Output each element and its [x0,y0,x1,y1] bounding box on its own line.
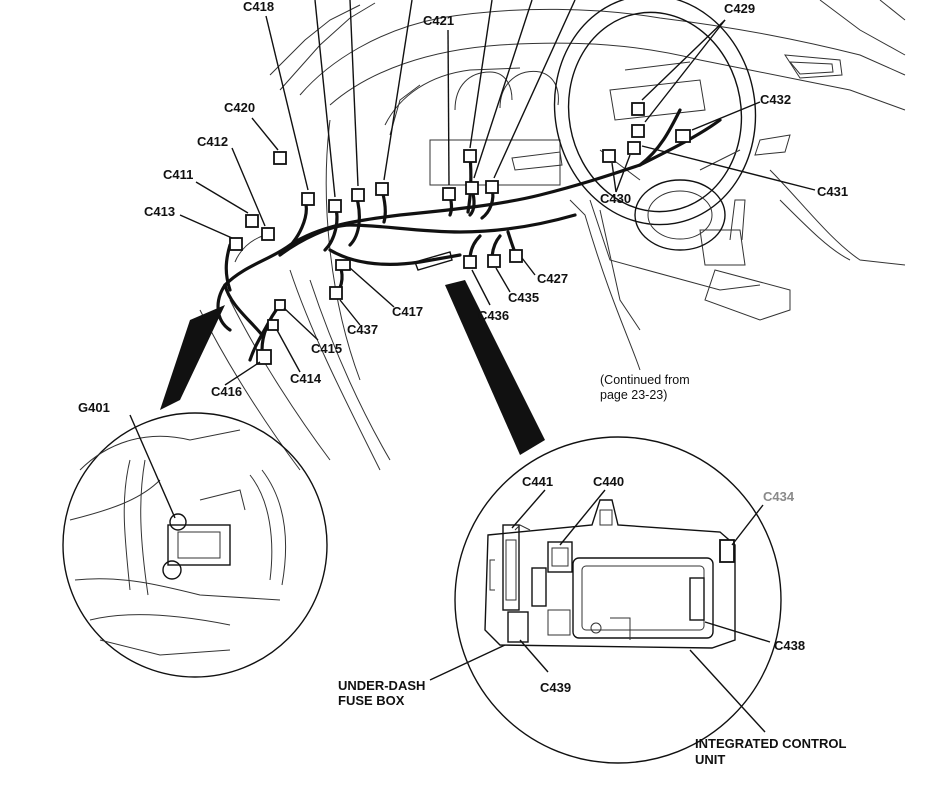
connector-c435 [487,254,501,268]
connector-c429 [631,124,645,138]
label-c437: C437 [347,322,378,337]
connector-c420 [273,151,287,165]
connector-c427 [509,249,523,263]
label-c439: C439 [540,680,571,695]
connector-c411 [245,214,259,228]
label-c435: C435 [508,290,539,305]
label-c436: C436 [478,308,509,323]
label-c440: C440 [593,474,624,489]
label-c421: C421 [423,13,454,28]
label-c434: C434 [763,489,795,504]
connector-c419 [351,188,365,202]
connector-c413 [229,237,243,251]
connector-c423 [465,181,479,195]
steering-wheel [553,0,757,251]
connector-c418b [328,199,342,213]
connector-c421 [463,149,477,163]
label-fusebox-line2: FUSE BOX [338,693,405,708]
label-c430: C430 [600,191,631,206]
connector-c414 [267,319,279,331]
connector-c431 [627,141,641,155]
note-continued-line1: (Continued from [600,373,690,387]
note-continued-line2: page 23-23) [600,388,667,402]
label-c429: C429 [724,1,755,16]
label-icu-line2: UNIT [695,752,725,767]
connector-c421a [442,187,456,201]
connector-c429a [631,102,645,116]
label-icu-line1: INTEGRATED CONTROL [695,736,846,751]
connector-c416 [256,349,272,365]
connector-c415 [274,299,286,311]
label-c431: C431 [817,184,848,199]
label-c414: C414 [290,371,322,386]
connector-c437 [329,286,343,300]
label-c411: C411 [163,167,193,182]
connector-c417 [335,259,351,271]
label-c427: C427 [537,271,568,286]
label-c418: C418 [243,0,274,14]
connector-c432 [675,129,691,143]
label-c412: C412 [197,134,228,149]
label-c420: C420 [224,100,255,115]
label-c417: C417 [392,304,423,319]
label-c413: C413 [144,204,175,219]
leader-lines [129,0,816,733]
connector-c436 [463,255,477,269]
label-c416: C416 [211,384,242,399]
label-g401: G401 [78,400,110,415]
label-c438: C438 [774,638,805,653]
connector-c424 [485,180,499,194]
label-c441: C441 [522,474,553,489]
connector-labels: C418 C421 C429 C420 C432 C412 C411 C413 … [78,0,848,767]
ground-callout-wedge [160,305,225,410]
connector-c422 [375,182,389,196]
fusebox-detail-circle [454,436,782,764]
label-c415: C415 [311,341,342,356]
connector-c412 [261,227,275,241]
connector-c418 [301,192,315,206]
label-c432: C432 [760,92,791,107]
connector-c430 [602,149,616,163]
harness-boot [414,251,453,271]
fusebox-callout-wedge [445,280,545,455]
connector-symbols [229,102,691,365]
label-fusebox-line1: UNDER-DASH [338,678,425,693]
ground-detail-circle [62,412,328,678]
